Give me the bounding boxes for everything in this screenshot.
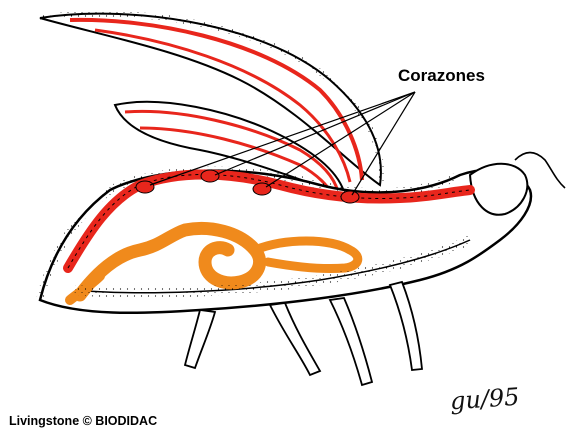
head (470, 153, 565, 215)
leg (390, 282, 422, 370)
credit-text: Livingstone © BIODIDAC (9, 414, 157, 428)
leg (330, 298, 372, 385)
leg (185, 310, 215, 368)
hearts-label: Corazones (398, 66, 485, 86)
artist-signature: gu/95 (449, 383, 520, 416)
leg (270, 303, 320, 375)
heart-chamber (341, 191, 359, 203)
heart-chamber (201, 170, 219, 182)
heart-chamber (253, 183, 271, 195)
heart-chamber (136, 181, 154, 193)
fore-wing (40, 14, 381, 185)
